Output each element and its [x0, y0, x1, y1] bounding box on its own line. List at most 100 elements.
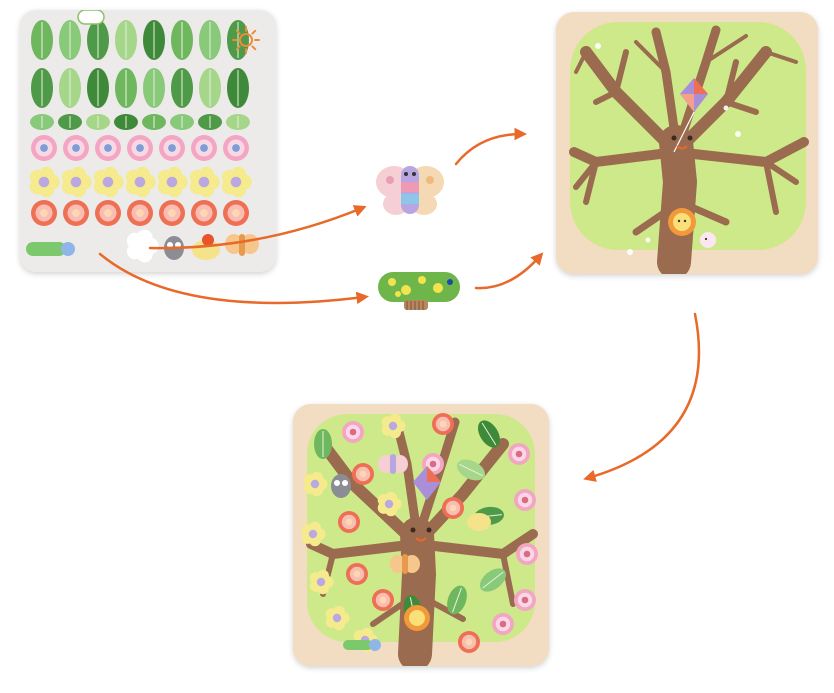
butterfly-icon [378, 454, 408, 474]
butterfly-icon [376, 166, 444, 215]
bird-icon [700, 232, 716, 248]
flower-icon [458, 631, 480, 653]
bird-icon [467, 513, 491, 531]
leaf-icon [456, 459, 486, 481]
flower-icon [352, 463, 374, 485]
finished-tree-board [293, 404, 549, 666]
flower-icon [127, 200, 153, 226]
sparkles [595, 43, 741, 255]
owl-icon [331, 474, 351, 498]
flower-icon [126, 229, 159, 263]
butterfly-icon [225, 234, 259, 256]
flower-icon [95, 135, 121, 161]
leaf-icon [58, 114, 82, 130]
flower-icon [159, 200, 185, 226]
arrow-board-to-finished [583, 312, 701, 482]
flower-icon [516, 543, 538, 565]
leaf-icon [198, 114, 222, 130]
tree-face [671, 135, 693, 150]
flower-icon [303, 471, 328, 497]
flower-icon [189, 166, 220, 198]
flower-icon [492, 613, 514, 635]
flower-icon [31, 200, 57, 226]
leaf-icon [314, 429, 332, 459]
flower-icon [61, 166, 92, 198]
flower-icon [191, 200, 217, 226]
leaf-icon [171, 68, 193, 108]
leaf-icon [171, 20, 193, 60]
flower-icon [29, 166, 60, 198]
flower-icon [191, 135, 217, 161]
leaf-icon [86, 114, 110, 130]
flower-icon [125, 166, 156, 198]
leaf-icon [199, 68, 221, 108]
arrow-butterfly-to-board [454, 127, 527, 166]
caterpillar-icon [343, 639, 381, 651]
flower-icon [157, 166, 188, 198]
kite-icon [673, 78, 708, 153]
flower-icon [325, 605, 350, 631]
caterpillar-icon [26, 242, 75, 256]
sticker-sheet-art [26, 10, 260, 263]
flower-icon [309, 569, 334, 595]
flower-icon [342, 421, 364, 443]
flower-icon [346, 563, 368, 585]
finished-tree-art [301, 413, 538, 666]
blank-tree-art [569, 22, 809, 274]
sticker-sheet-panel [20, 10, 276, 272]
leaf-icon [477, 420, 501, 448]
butterfly-sticker [370, 160, 450, 220]
flower-icon [31, 135, 57, 161]
butterfly-icon [390, 554, 420, 574]
tree-branches [569, 25, 809, 274]
caterpillar-icon [378, 272, 460, 310]
flower-icon [159, 135, 185, 161]
leaf-icon [114, 114, 138, 130]
flower-icon [93, 166, 124, 198]
leaf-icon [199, 20, 221, 60]
bird-icon [192, 234, 220, 260]
leaf-icon [447, 585, 467, 615]
owl-icon [164, 236, 184, 260]
flower-icon [514, 489, 536, 511]
leaf-icon [479, 568, 507, 592]
leaf-icon [143, 20, 165, 60]
leaf-icon [170, 114, 194, 130]
leaf-icon [30, 114, 54, 130]
arrow-caterpillar-to-board [474, 252, 544, 290]
flower-icon [63, 200, 89, 226]
flower-icon [508, 443, 530, 465]
flower-icon [404, 605, 430, 631]
flower-icon [338, 511, 360, 533]
tree-face [410, 527, 432, 542]
leaf-icon [115, 68, 137, 108]
flower-icon [127, 135, 153, 161]
leaf-icon [31, 20, 53, 60]
flower-icon [63, 135, 89, 161]
leaf-icon [59, 68, 81, 108]
flower-icon [223, 200, 249, 226]
flower-icon [223, 135, 249, 161]
flower-icon [381, 413, 406, 439]
leaf-icon [87, 68, 109, 108]
flower-icon [301, 521, 326, 547]
leaf-icon [142, 114, 166, 130]
flower-icon [442, 497, 464, 519]
flower-icon [372, 589, 394, 611]
leaf-icon [227, 68, 249, 108]
flower-icon [377, 491, 402, 517]
leaf-icon [87, 20, 109, 60]
caterpillar-sticker [376, 268, 462, 314]
flower-icon [221, 166, 252, 198]
sun-icon [232, 26, 260, 54]
flower-icon [668, 208, 696, 236]
kite-icon [413, 466, 441, 500]
blank-tree-board [556, 12, 818, 274]
leaf-icon [226, 114, 250, 130]
flower-icon [514, 589, 536, 611]
leaf-icon [115, 20, 137, 60]
finished-decorations [301, 413, 538, 653]
leaf-icon [59, 20, 81, 60]
flower-icon [95, 200, 121, 226]
leaf-icon [31, 68, 53, 108]
